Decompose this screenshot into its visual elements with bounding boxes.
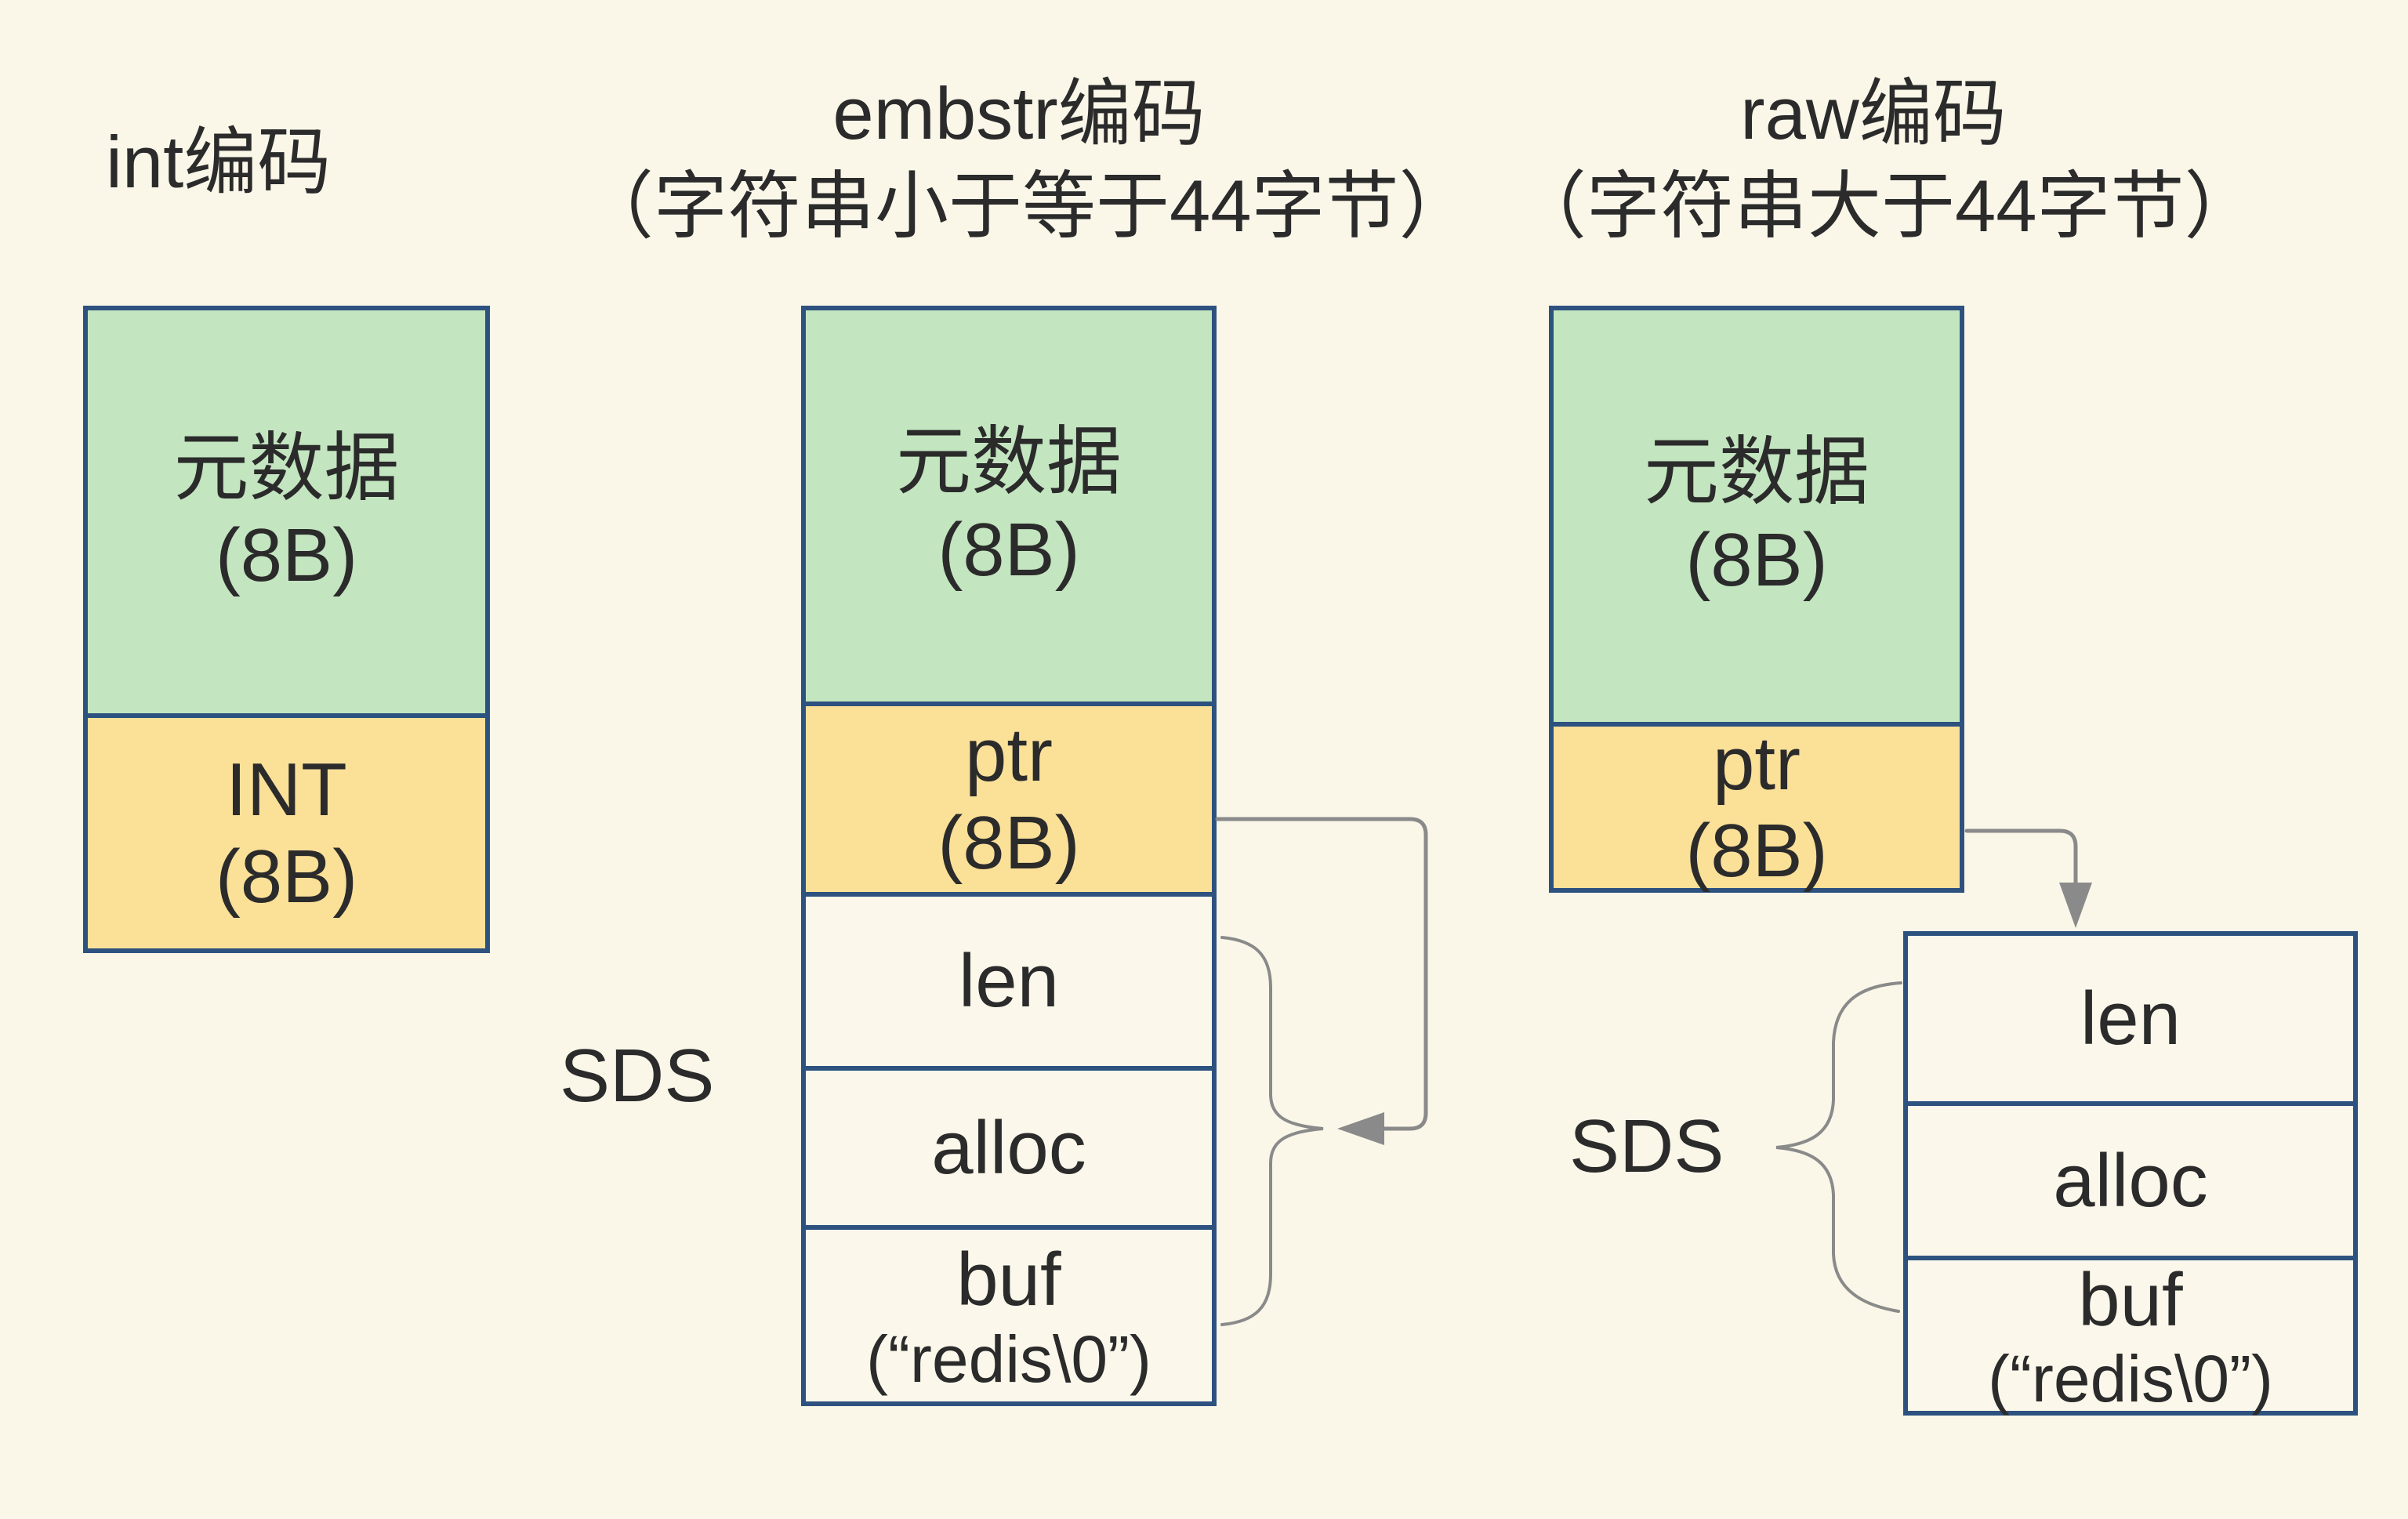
title-int-encoding: int编码 bbox=[106, 121, 332, 203]
embstr-ptr-arrow-line bbox=[1215, 817, 1428, 1131]
raw-buf-box: buf (“redis\0”) bbox=[1903, 1256, 2358, 1416]
int-value-label: INT bbox=[226, 747, 347, 832]
raw-ptr-box: ptr (8B) bbox=[1549, 722, 1964, 893]
raw-sds-label: SDS bbox=[1569, 1104, 1724, 1188]
title-raw-encoding: raw编码 （字符串大于44字节） bbox=[1513, 67, 2258, 252]
embstr-ptr-arrowhead bbox=[1337, 1112, 1384, 1145]
embstr-sds-brace bbox=[1220, 936, 1324, 1326]
raw-metadata-size: (8B) bbox=[1685, 517, 1828, 602]
title-raw-line2: （字符串大于44字节） bbox=[1513, 165, 2258, 247]
embstr-alloc-label: alloc bbox=[931, 1105, 1086, 1190]
raw-alloc-label: alloc bbox=[2053, 1138, 2208, 1223]
title-embstr-line1: embstr编码 bbox=[832, 72, 1206, 154]
embstr-ptr-size: (8B) bbox=[937, 800, 1080, 885]
raw-alloc-box: alloc bbox=[1903, 1101, 2358, 1260]
int-metadata-label: 元数据 bbox=[173, 426, 400, 510]
raw-ptr-size: (8B) bbox=[1685, 809, 1828, 893]
embstr-ptr-label: ptr bbox=[964, 713, 1054, 798]
embstr-buf-label: buf bbox=[956, 1238, 1061, 1322]
title-embstr-encoding: embstr编码 （字符串小于等于44字节） bbox=[580, 67, 1473, 252]
raw-ptr-arrow-line bbox=[1964, 828, 2078, 885]
raw-metadata-label: 元数据 bbox=[1644, 430, 1869, 515]
embstr-sds-label: SDS bbox=[560, 1034, 715, 1118]
embstr-ptr-box: ptr (8B) bbox=[801, 701, 1217, 897]
raw-buf-value: (“redis\0”) bbox=[1987, 1342, 2273, 1416]
raw-metadata-box: 元数据 (8B) bbox=[1549, 306, 1964, 727]
embstr-metadata-size: (8B) bbox=[937, 507, 1080, 592]
title-embstr-line2: （字符串小于等于44字节） bbox=[580, 165, 1473, 247]
raw-len-box: len bbox=[1903, 931, 2358, 1106]
title-raw-line1: raw编码 bbox=[1740, 72, 2007, 154]
embstr-metadata-box: 元数据 (8B) bbox=[801, 306, 1217, 706]
int-metadata-box: 元数据 (8B) bbox=[83, 306, 490, 718]
embstr-alloc-box: alloc bbox=[801, 1066, 1217, 1230]
int-value-size: (8B) bbox=[215, 835, 358, 919]
embstr-metadata-label: 元数据 bbox=[896, 420, 1122, 505]
raw-len-label: len bbox=[2080, 976, 2181, 1060]
int-metadata-size: (8B) bbox=[215, 513, 358, 597]
raw-ptr-label: ptr bbox=[1712, 721, 1801, 806]
embstr-buf-value: (“redis\0”) bbox=[865, 1321, 1151, 1396]
embstr-len-label: len bbox=[958, 939, 1060, 1024]
embstr-buf-box: buf (“redis\0”) bbox=[801, 1225, 1217, 1406]
raw-ptr-arrowhead bbox=[2059, 883, 2092, 928]
embstr-len-box: len bbox=[801, 892, 1217, 1071]
int-value-box: INT (8B) bbox=[83, 713, 490, 953]
raw-sds-brace bbox=[1775, 981, 1902, 1313]
raw-buf-label: buf bbox=[2078, 1257, 2183, 1342]
